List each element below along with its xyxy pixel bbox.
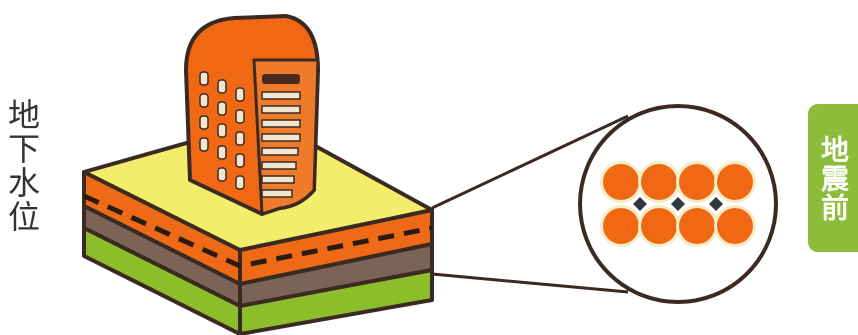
soil-grain <box>717 208 753 244</box>
pore-water-marker <box>709 197 723 211</box>
soil-magnifier <box>578 104 778 304</box>
building-windows <box>199 71 245 190</box>
soil-grain <box>603 164 639 200</box>
soil-grain <box>641 164 677 200</box>
badge-label: 地震前 <box>817 134 850 222</box>
groundwater-line <box>82 193 433 269</box>
building <box>184 14 320 217</box>
soil-grain <box>603 208 639 244</box>
magnifier-line-bottom <box>431 272 629 294</box>
groundwater-level-label: 地下水位 <box>3 98 41 234</box>
magnifier-line-top <box>431 114 629 210</box>
pore-water-marker <box>633 197 647 211</box>
pore-water <box>633 197 723 211</box>
building-stripes <box>261 91 301 198</box>
soil-grain <box>679 208 715 244</box>
before-earthquake-badge: 地震前 <box>808 104 858 252</box>
green-layer-right <box>238 268 434 335</box>
soil-grains <box>600 161 756 247</box>
soil-grain <box>679 164 715 200</box>
pore-water-marker <box>671 197 685 211</box>
soil-grain <box>717 164 753 200</box>
building-roof-band <box>262 74 300 84</box>
soil-grain <box>641 208 677 244</box>
